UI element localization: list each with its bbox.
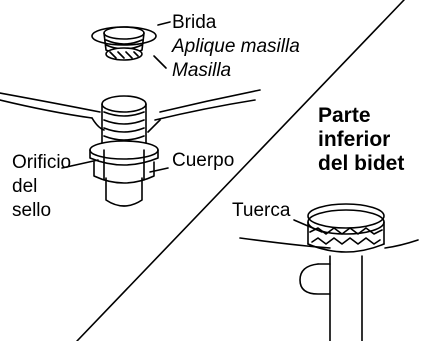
divider-line	[76, 0, 405, 341]
putty-label: Masilla	[172, 60, 232, 81]
underside-title-line3: del bidet	[318, 152, 405, 175]
seal-hole-label-line3: sello	[12, 200, 52, 221]
seal-hole-label-line1: Orificio	[12, 152, 72, 173]
body-label: Cuerpo	[172, 150, 235, 171]
underside-title-line1: Parte	[318, 104, 371, 127]
bidet-underside	[239, 203, 419, 341]
seal-hole-label-line2: del	[12, 176, 38, 197]
nut-label: Tuerca	[232, 200, 291, 221]
underside-title-line2: inferior	[318, 128, 391, 151]
bidet-bowl	[0, 89, 261, 133]
flange-label: Brida	[172, 12, 217, 33]
putty-applicator-label: Aplique masilla	[172, 36, 300, 57]
flange-part	[91, 26, 157, 61]
drain-body	[89, 95, 159, 207]
